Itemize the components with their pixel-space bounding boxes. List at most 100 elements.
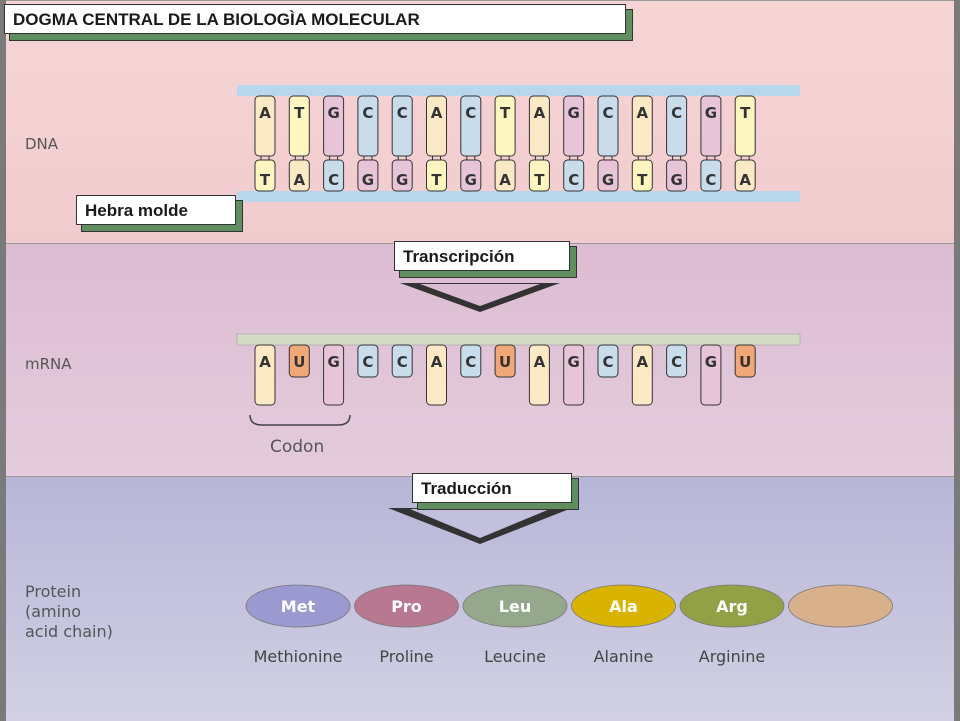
dna-top-base (700, 95, 722, 157)
mrna-base (391, 344, 413, 378)
mrna-base (700, 344, 722, 406)
dna-top-letter: C (465, 104, 476, 122)
dna-top-base (391, 95, 413, 157)
dna-bottom-base (631, 159, 653, 192)
mrna-base (597, 344, 619, 378)
dna-bottom-letter: G (396, 171, 408, 189)
dna-top-letter: T (740, 104, 751, 122)
protein-label-line-2: (amino (25, 602, 82, 621)
mrna-base (254, 344, 276, 406)
dna-bottom-letter: T (534, 171, 545, 189)
dna-bottom-base (528, 159, 550, 192)
dna-top-letter: G (705, 104, 717, 122)
dna-top-base (666, 95, 688, 157)
amino-acid-abbr: Pro (391, 597, 422, 616)
dna-top-backbone (237, 85, 800, 96)
mrna-letter: A (534, 353, 546, 371)
mrna-letter: A (636, 353, 648, 371)
dna-top-letter: T (500, 104, 511, 122)
dna-bottom-letter: C (568, 171, 579, 189)
dna-top-letter: C (397, 104, 408, 122)
dna-top-base (426, 95, 447, 157)
dna-bottom-base (666, 159, 688, 192)
mrna-base (631, 344, 653, 406)
dna-bottom-letter: T (637, 171, 648, 189)
mrna-letter: G (705, 353, 717, 371)
dna-top-letter: A (259, 104, 271, 122)
mrna-base (460, 344, 482, 378)
dna-top-base (494, 95, 516, 157)
dna-top-base (288, 95, 310, 157)
dna-bottom-base (391, 159, 413, 192)
dna-bottom-letter: C (705, 171, 716, 189)
dna-top-letter: G (568, 104, 580, 122)
amino-acid-name: Methionine (254, 647, 343, 666)
mrna-letter: A (431, 353, 443, 371)
mrna-letter: C (362, 353, 373, 371)
amino-acid-abbr: Arg (716, 597, 748, 616)
protein-label-line-3: acid chain) (25, 622, 113, 641)
dna-top-base (734, 95, 756, 157)
dna-bottom-letter: A (739, 171, 751, 189)
amino-acid-abbr: Met (281, 597, 316, 616)
codon-bracket (249, 414, 351, 426)
mrna-letter: G (327, 353, 339, 371)
amino-acid-abbr: Leu (499, 597, 531, 616)
dna-bottom-base (460, 159, 482, 192)
amino-acid-bead (788, 584, 893, 628)
transcription-arrow-inner (420, 284, 540, 306)
mrna-letter: G (568, 353, 580, 371)
mrna-base (494, 344, 516, 378)
translation-callout: Traducción (412, 473, 572, 503)
amino-acid-bead (354, 584, 459, 628)
protein-label-line-1: Protein (25, 582, 82, 601)
dna-top-letter: C (602, 104, 613, 122)
title-banner: DOGMA CENTRAL DE LA BIOLOGÌA MOLECULAR (4, 4, 626, 34)
dna-bottom-letter: G (670, 171, 682, 189)
amino-acid-name: Alanine (594, 647, 654, 666)
dna-bottom-letter: G (602, 171, 614, 189)
amino-acid-name: Proline (379, 647, 433, 666)
mrna-letter: C (397, 353, 408, 371)
mrna-base (563, 344, 585, 406)
dna-bottom-base (254, 159, 276, 192)
mrna-letter: U (739, 353, 751, 371)
mrna-backbone (236, 333, 801, 346)
mrna-base (666, 344, 688, 378)
amino-acid-bead (679, 584, 785, 628)
amino-acid-bead (571, 584, 676, 628)
template-strand-callout: Hebra molde (76, 195, 236, 225)
dna-bottom-base (494, 159, 516, 192)
dna-bottom-base (357, 159, 379, 192)
dna-bottom-base (288, 159, 310, 192)
dna-top-base (323, 95, 345, 157)
mrna-letter: C (465, 353, 476, 371)
mrna-base (357, 344, 379, 378)
dna-top-base (563, 95, 585, 157)
dna-bottom-base (597, 159, 619, 192)
mrna-base (528, 344, 550, 406)
dna-top-base (460, 95, 482, 157)
translation-arrow-inner (410, 509, 550, 538)
dna-bottom-letter: T (431, 171, 442, 189)
dna-bottom-letter: A (293, 171, 305, 189)
dna-label: DNA (25, 135, 59, 153)
dna-top-letter: T (294, 104, 305, 122)
dna-bottom-base (323, 159, 345, 192)
dna-bottom-letter: C (328, 171, 339, 189)
dna-bottom-letter: G (362, 171, 374, 189)
dna-bottom-base (734, 159, 756, 192)
dna-top-base (254, 95, 276, 157)
mrna-base (426, 344, 447, 406)
dna-bottom-letter: A (499, 171, 511, 189)
dna-top-letter: A (431, 104, 443, 122)
dna-top-letter: A (534, 104, 546, 122)
mrna-base (734, 344, 756, 378)
dna-bottom-letter: G (465, 171, 477, 189)
amino-acid-name: Arginine (699, 647, 765, 666)
mrna-base (288, 344, 310, 378)
dna-bottom-backbone (237, 191, 800, 202)
dna-top-base (597, 95, 619, 157)
